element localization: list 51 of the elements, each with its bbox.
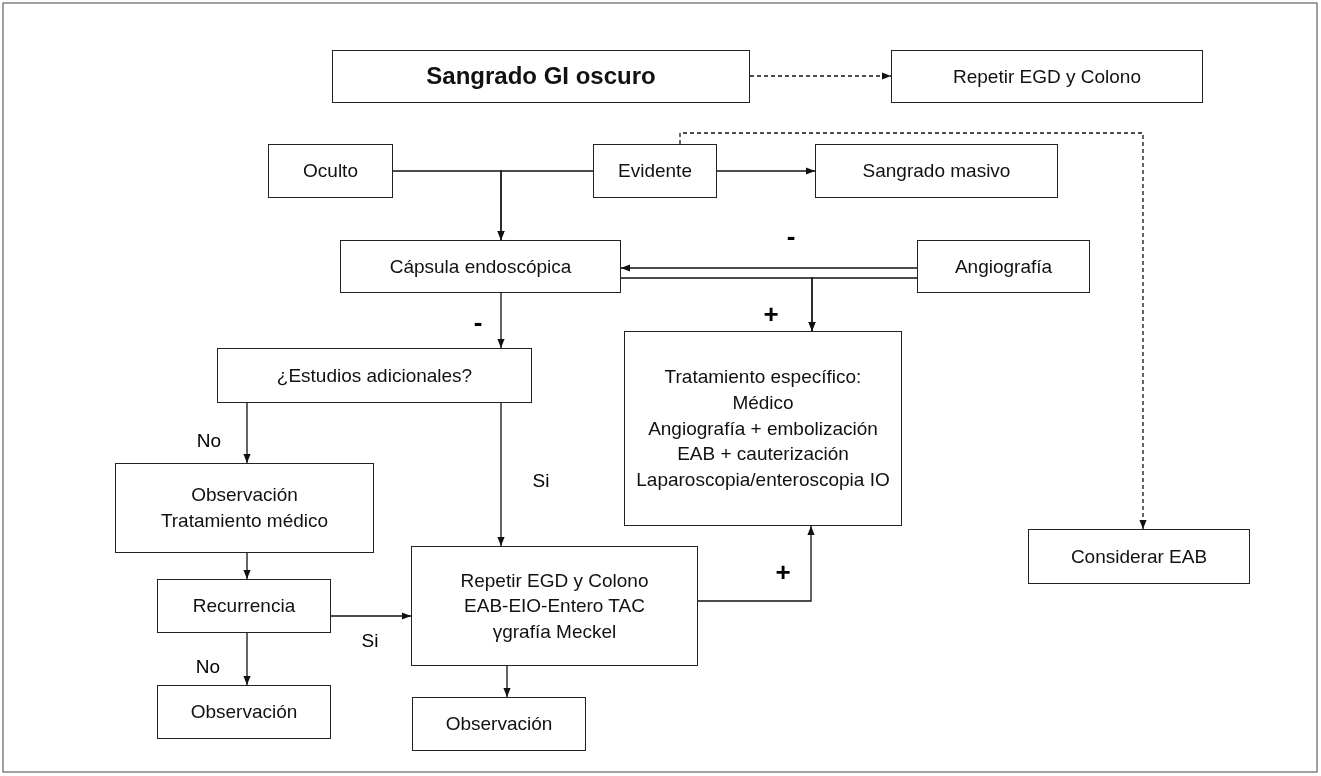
process-box: [1028, 529, 1250, 584]
arrow: [697, 525, 815, 602]
arrow: [243, 402, 251, 464]
process-box: [268, 144, 393, 198]
dashed-arrow: [749, 72, 892, 80]
process-box: [115, 463, 374, 553]
arrow: [243, 552, 251, 580]
process-box: [411, 546, 698, 666]
process-box: [157, 579, 331, 633]
node-text: Cápsula endoscópica: [389, 254, 572, 279]
node-text: Angiografía: [954, 254, 1053, 279]
process-box: [332, 50, 750, 103]
process-box: [891, 50, 1203, 103]
node-text: Observación: [445, 712, 553, 737]
node-text: Considerar EAB: [1070, 544, 1208, 569]
node-text: Repetir EGD y Colono: [953, 64, 1141, 89]
node-text: Observación: [191, 483, 298, 508]
node-text: Tratamiento médico: [160, 509, 329, 533]
arrow: [716, 167, 816, 175]
process-box: [917, 240, 1090, 293]
node-text: Laparoscopia/enteroscopia IO: [636, 467, 890, 492]
node-text: Observación: [190, 700, 298, 725]
process-box: [340, 240, 621, 293]
node-text: Tratamiento específico:: [664, 365, 862, 390]
node-text: Evidente: [618, 159, 692, 184]
arrow: [503, 665, 511, 698]
arrow: [330, 612, 412, 620]
arrow: [620, 264, 918, 272]
node-text: Oculto: [303, 159, 358, 184]
node-text: ¿Estudios adicionales?: [276, 363, 473, 388]
arrow: [497, 170, 594, 241]
node-text: EAB + cauterización: [677, 442, 849, 467]
arrow: [243, 632, 251, 686]
process-box: [624, 331, 902, 526]
node-text: Repetir EGD y Colono: [460, 568, 649, 593]
arrow: [808, 277, 918, 332]
process-box: [593, 144, 717, 198]
node-text: Médico: [732, 391, 794, 416]
node-text: Angiografía + embolización: [648, 416, 878, 441]
arrow: [497, 402, 505, 547]
node-text: Sangrado masivo: [862, 159, 1011, 184]
node-text: EAB-EIO-Entero TAC: [464, 594, 645, 619]
node-text: Recurrencia: [192, 594, 296, 619]
dashed-arrow: [679, 132, 1147, 530]
node-text: Sangrado GI oscuro: [426, 61, 656, 92]
process-box: [412, 697, 586, 751]
process-box: [815, 144, 1058, 198]
arrow: [497, 292, 505, 349]
node-text: γgrafía Meckel: [492, 619, 617, 644]
process-box: [217, 348, 532, 403]
process-box: [157, 685, 331, 739]
